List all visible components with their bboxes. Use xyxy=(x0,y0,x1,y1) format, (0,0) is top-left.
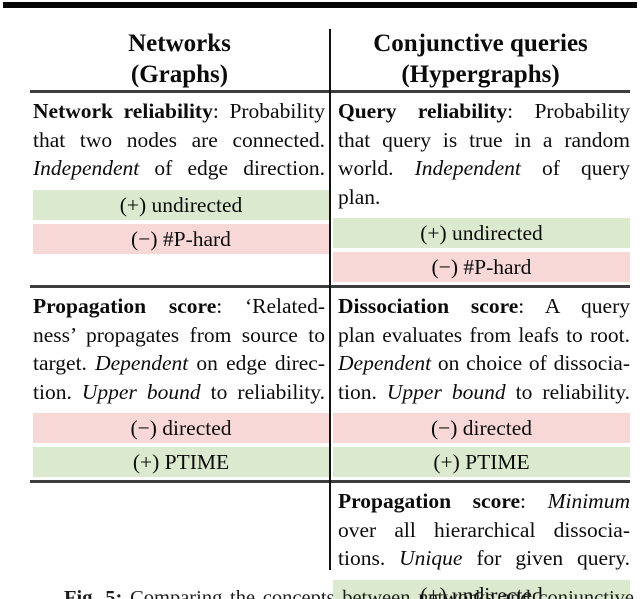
positive-result-badge: (+) undirected xyxy=(33,189,329,220)
text-line: Independent of edge direction. xyxy=(33,156,325,180)
dissociation-score-badges: (−) directed (+) PTIME xyxy=(333,413,630,477)
propagation-score-badges: (−) directed (+) PTIME xyxy=(33,413,329,477)
text-line: Propagation score: ‘Related- xyxy=(33,294,325,318)
positive-result-badge: (+) PTIME xyxy=(333,447,630,477)
text-line: Query reliability: Probability xyxy=(338,99,631,123)
positive-result-badge: (+) undirected xyxy=(333,579,630,599)
cell-query-propagation-score: Propagation score: Minimum over all hiera… xyxy=(331,483,630,599)
text-line: Network reliability: Probability xyxy=(33,99,325,123)
text-line: tions. Unique for given query. xyxy=(338,546,630,570)
query-propagation-badges: (+) undirected(+) PTIME xyxy=(333,579,630,599)
cell-dissociation-score: Dissociation score: A query plan evaluate… xyxy=(331,288,630,480)
positive-result-badge: (+) PTIME xyxy=(33,447,329,477)
text-line: tion. Upper bound to reliability. xyxy=(338,379,630,404)
network-reliability-paragraph: Network reliability: Probability that two… xyxy=(30,93,329,183)
propagation-score-paragraph: Propagation score: ‘Related-ness’ propag… xyxy=(30,288,329,406)
network-reliability-badges: (+) undirected(−) #P-hard xyxy=(33,189,329,254)
cell-propagation-score: Propagation score: ‘Related-ness’ propag… xyxy=(30,288,329,480)
section-propagation-dissociation: Propagation score: ‘Related-ness’ propag… xyxy=(30,288,630,483)
table-top-rule xyxy=(3,2,637,8)
cell-empty xyxy=(30,483,329,599)
figure-caption-text: Comparing the concepts between networks … xyxy=(130,587,634,599)
header-networks-line2: (Graphs) xyxy=(130,61,229,88)
text-line: Dissociation score: A query xyxy=(338,294,630,318)
query-reliability-badges: (+) undirected (−) #P-hard xyxy=(333,218,630,282)
header-networks-line1: Networks xyxy=(128,30,231,57)
negative-result-badge: (−) directed xyxy=(33,413,329,443)
text-line: target. Dependent on edge direc- xyxy=(33,351,325,375)
text-line: Dependent on choice of dissocia- xyxy=(338,351,630,375)
negative-result-badge: (−) directed xyxy=(333,413,630,443)
figure-caption-clipped: Fig. 5: Comparing the concepts between n… xyxy=(64,586,634,599)
text-line: over all hierarchical dissocia- xyxy=(338,517,630,542)
negative-result-badge: (−) #P-hard xyxy=(33,223,329,254)
figure-caption-label: Fig. 5: xyxy=(64,587,123,599)
column-divider-rule xyxy=(329,29,331,570)
text-line: tion. Upper bound to reliability. xyxy=(33,379,325,404)
text-line: world. Independent of query plan. xyxy=(338,156,630,209)
comparison-table: Networks (Graphs) Conjunctive queries (H… xyxy=(30,7,630,599)
cell-query-reliability: Query reliability: Probability that query… xyxy=(331,93,630,285)
negative-result-badge: (−) #P-hard xyxy=(333,252,630,282)
text-line: Propagation score: Minimum xyxy=(338,489,630,513)
query-reliability-paragraph: Query reliability: Probability that query… xyxy=(331,93,630,211)
header-queries-line2: (Hypergraphs) xyxy=(401,61,560,88)
column-header-queries: Conjunctive queries (Hypergraphs) xyxy=(331,7,630,90)
text-line: ness’ propagates from source to xyxy=(33,322,325,347)
query-propagation-paragraph: Propagation score: Minimum over all hiera… xyxy=(331,483,630,573)
cell-network-reliability: Network reliability: Probability that two… xyxy=(30,93,329,285)
dissociation-score-paragraph: Dissociation score: A query plan evaluate… xyxy=(331,288,630,406)
positive-result-badge: (+) undirected xyxy=(333,218,630,248)
text-line: that query is true in a random xyxy=(338,127,630,152)
header-queries-line1: Conjunctive queries xyxy=(373,30,588,57)
text-line: that two nodes are connected. xyxy=(33,127,325,152)
column-header-networks: Networks (Graphs) xyxy=(30,7,329,90)
text-line: plan evaluates from leafs to root. xyxy=(338,322,630,347)
section-propagation-queries: Propagation score: Minimum over all hiera… xyxy=(30,483,630,599)
